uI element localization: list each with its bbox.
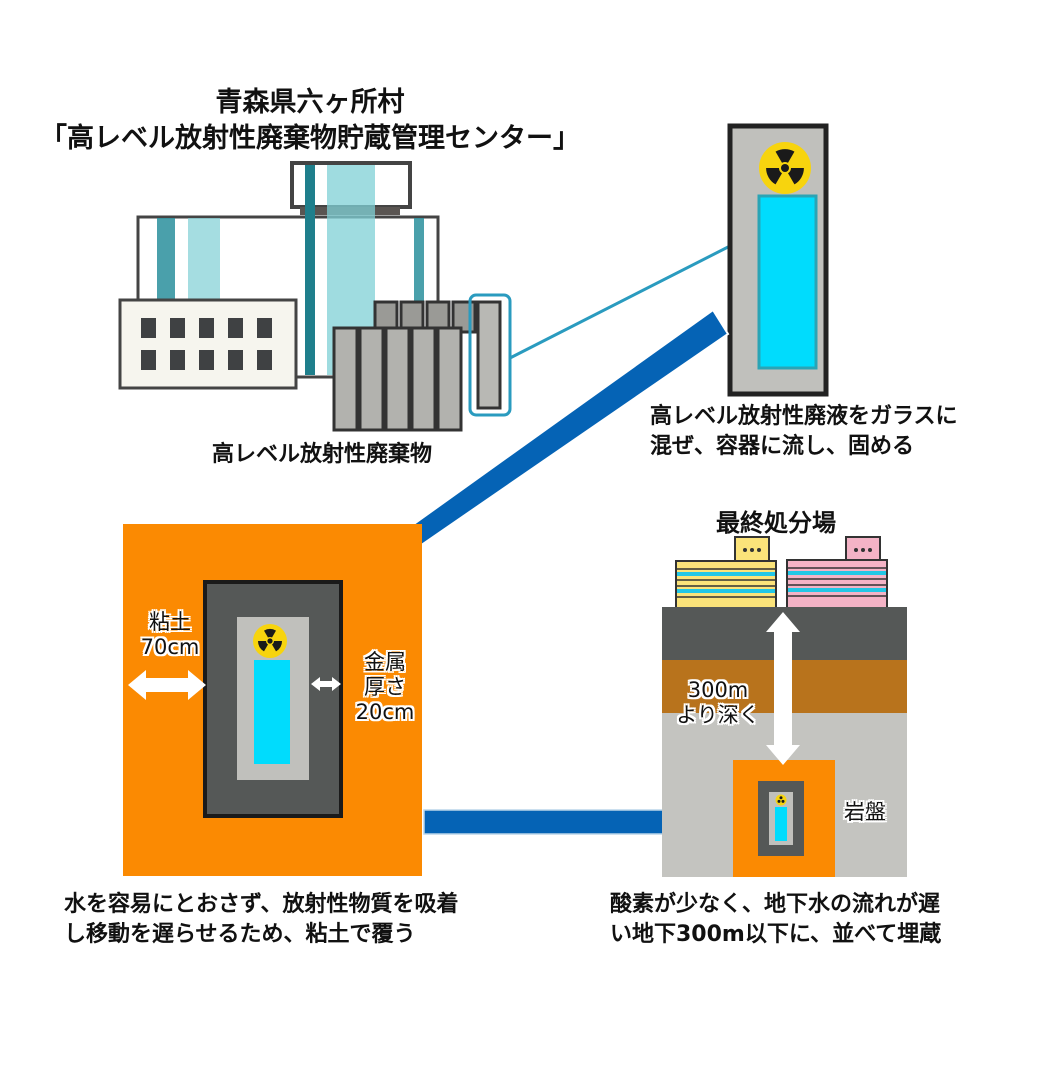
facility-window [141,350,156,370]
facility-label: 高レベル放射性廃棄物 [212,442,433,467]
disposal-site-illustration [662,536,907,877]
metal-label-line-2: 厚さ [364,675,406,699]
depth-label-line-2: より深く [676,703,760,727]
overpack-caption-line-2: し移動を遅らせるため、粘土で覆う [64,922,416,947]
radiation-icon [253,624,287,658]
radiation-icon [759,142,811,194]
title-line-1: 青森県六ヶ所村 [215,87,405,118]
disposal-caption-line-1: 酸素が少なく、地下水の流れが遅 [610,892,941,917]
glass-core [757,194,818,370]
waste-canister [410,326,437,432]
facility-windows [141,318,272,370]
building-stripe [677,572,775,576]
disposal-site-title: 最終処分場 [716,509,836,537]
metal-thickness-label: 金属 厚さ 20cm [344,650,426,725]
facility-window [170,318,185,338]
highlighted-canister [476,300,502,410]
canister-caption: 高レベル放射性廃液をガラスに 混ぜ、容器に流し、固める [650,402,958,462]
facility-window [199,350,214,370]
disposal-caption-line-2: い地下300m以下に、並べて埋蔵 [610,922,942,947]
clay-thickness-arrow [128,670,206,700]
facility-window [170,350,185,370]
leader-line [509,244,731,360]
highlighted-canister-frame [468,293,512,417]
storage-facility-illustration [118,161,512,432]
vitrified-canister-illustration [727,123,829,397]
facility-office-block [118,298,298,390]
radiation-icon [775,794,787,806]
canister-caption-line-1: 高レベル放射性廃液をガラスに [650,404,958,429]
waste-canister [332,326,359,432]
depth-label: 300m より深く [668,678,768,728]
clay-label-line-2: 70cm [140,635,200,659]
metal-label-line-1: 金属 [364,650,406,674]
diagram-title: 青森県六ヶ所村 「高レベル放射性廃棄物貯蔵管理センター」 [0,85,620,157]
glass-core-inner [254,660,290,764]
disposal-caption: 酸素が少なく、地下水の流れが遅 い地下300m以下に、並べて埋蔵 [610,890,941,950]
clay-label-line-1: 粘土 [149,610,191,634]
depth-arrow [766,612,800,765]
title-line-2: 「高レベル放射性廃棄物貯蔵管理センター」 [40,123,580,154]
facility-stripe [414,218,424,378]
canister-stack [332,300,477,432]
canister-caption-line-2: 混ぜ、容器に流し、固める [650,434,915,459]
waste-canister [436,326,463,432]
clay-thickness-label: 粘土 70cm [128,610,212,660]
building-stripe [788,588,886,592]
facility-window [257,350,272,370]
facility-window [257,318,272,338]
facility-window [199,318,214,338]
buried-glass-core [775,807,787,841]
facility-window [228,350,243,370]
building-pink [786,559,888,609]
overpack-caption-line-1: 水を容易にとおさず、放射性物質を吸着 [64,892,459,917]
facility-window [141,318,156,338]
bedrock-label: 岩盤 [844,800,886,824]
waste-canister [358,326,385,432]
metal-label-line-3: 20cm [355,700,415,724]
depth-label-line-1: 300m [687,678,749,702]
building-stripe [677,589,775,593]
facility-stripe [305,165,315,375]
overpack-illustration [123,524,422,876]
waste-canister [384,326,411,432]
metal-thickness-arrow [311,677,341,691]
facility-window [228,318,243,338]
overpack-caption: 水を容易にとおさず、放射性物質を吸着 し移動を遅らせるため、粘土で覆う [64,890,458,950]
building-stripe [788,571,886,575]
building-yellow [675,560,777,609]
